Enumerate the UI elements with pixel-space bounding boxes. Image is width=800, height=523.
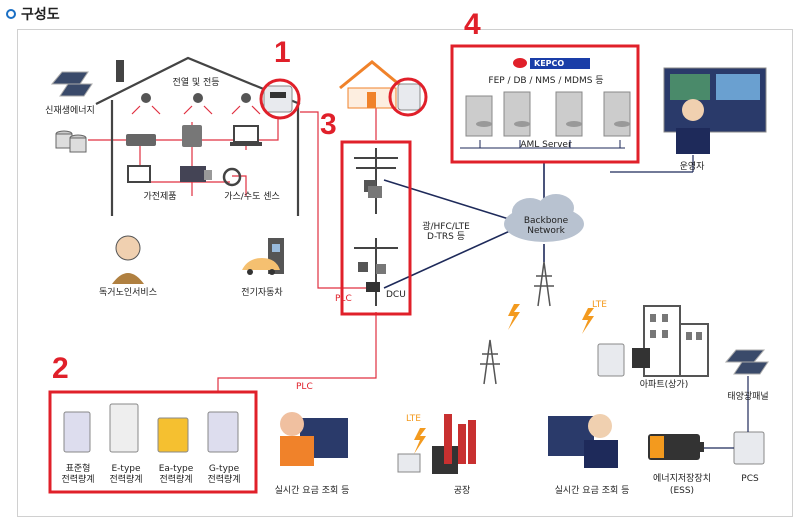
label-plc-lower: PLC (296, 382, 313, 392)
microwave-icon (182, 125, 202, 147)
label-realtime-left: 실시간 요금 조회 등 (274, 486, 350, 496)
circle-bullet-icon (6, 9, 16, 19)
man-operator-icon (548, 414, 618, 468)
label-meter-e-2: 전력량계 (109, 475, 143, 485)
light-bulb-icon (131, 93, 261, 115)
highlight-circle-1 (259, 78, 301, 120)
apartment-building-icon (597, 305, 709, 377)
label-renewable: 신재생에너지 (45, 106, 95, 116)
main-house (95, 56, 301, 216)
label-appliances: 가전제품 (143, 192, 177, 202)
meters-highlight-box (48, 390, 258, 494)
label-lights: 전열 및 전등 (172, 78, 220, 88)
label-comm-media: 광/HFC/LTE (422, 222, 470, 232)
elderly-person-icon (112, 235, 144, 284)
section-header: 구성도 (6, 4, 60, 24)
woman-operator-icon (280, 412, 348, 466)
label-solar-panel: 태양광패널 (727, 392, 769, 402)
battery-icon (648, 434, 704, 460)
label-aml-server: AML Server (520, 140, 572, 150)
callout-number-1: 1 (274, 36, 291, 69)
callout-number-3: 3 (320, 108, 337, 141)
smart-meter-icon (263, 85, 293, 113)
laptop-icon (233, 125, 259, 143)
callout-number-2: 2 (52, 352, 69, 385)
operator-icon (663, 67, 767, 154)
label-pcs: PCS (741, 474, 759, 484)
label-meter-ea-2: 전력량계 (159, 475, 193, 485)
tv-icon (180, 166, 206, 182)
pcs-inverter-icon (704, 376, 765, 465)
ev-charger-icon (242, 238, 284, 275)
label-operator: 운영자 (679, 162, 705, 172)
label-meter-e: E-type (111, 464, 141, 474)
label-gas-water-sensor: 가스/수도 센스 (224, 192, 280, 202)
callout-number-4: 4 (464, 8, 481, 41)
dcu-highlight-box (340, 140, 412, 316)
label-meter-standard: 표준형 (65, 464, 91, 474)
label-comm-media-2: D-TRS 등 (427, 232, 465, 242)
monitor-icon (127, 165, 151, 183)
lightning-icon (414, 304, 594, 454)
label-plc-upper: PLC (335, 294, 352, 304)
small-house-icon (339, 60, 428, 117)
solar-panel-icon (50, 71, 93, 97)
label-meter-g: G-type (208, 464, 240, 474)
router-icon (126, 134, 156, 146)
gear-sensor-icon (222, 167, 242, 187)
transmission-tower-icon (480, 261, 554, 385)
label-elderly-service: 독거노인서비스 (99, 288, 157, 298)
label-network: Network (527, 226, 565, 236)
label-ess: 에너지저장장치 (653, 474, 711, 484)
label-lte-factory: LTE (406, 414, 421, 424)
label-apartment: 아파트(상가) (639, 380, 689, 390)
label-meter-g-2: 전력량계 (207, 475, 241, 485)
label-realtime-right: 실시간 요금 조회 등 (554, 486, 630, 496)
meter-icons (63, 403, 239, 453)
kepco-logo (513, 58, 590, 69)
label-ess-2: (ESS) (669, 486, 695, 496)
battery-storage-icon (55, 130, 87, 153)
highlight-circle-2 (388, 77, 428, 117)
server-highlight-box (450, 44, 640, 164)
label-lte-apartment: LTE (592, 300, 607, 310)
diagram-frame (17, 29, 793, 517)
label-meter-ea: Ea-type (158, 464, 194, 474)
utility-pole-icon (354, 148, 398, 306)
label-servers: FEP / DB / NMS / MDMS 등 (488, 76, 604, 86)
server-rack-icon (465, 91, 631, 137)
label-backbone: Backbone (523, 216, 569, 226)
cloud-icon (504, 194, 584, 242)
label-meter-standard-2: 전력량계 (61, 475, 95, 485)
label-dcu: DCU (386, 290, 406, 300)
section-title: 구성도 (21, 7, 60, 23)
label-ev: 전기자동차 (241, 288, 283, 298)
solar-panel-icon (724, 349, 769, 375)
smart-meter-icon (397, 83, 421, 111)
label-factory: 공장 (453, 486, 471, 496)
dcu-device-icon (366, 282, 380, 292)
kepco-logo-text: KEPCO (534, 59, 565, 68)
factory-icon (397, 414, 476, 474)
